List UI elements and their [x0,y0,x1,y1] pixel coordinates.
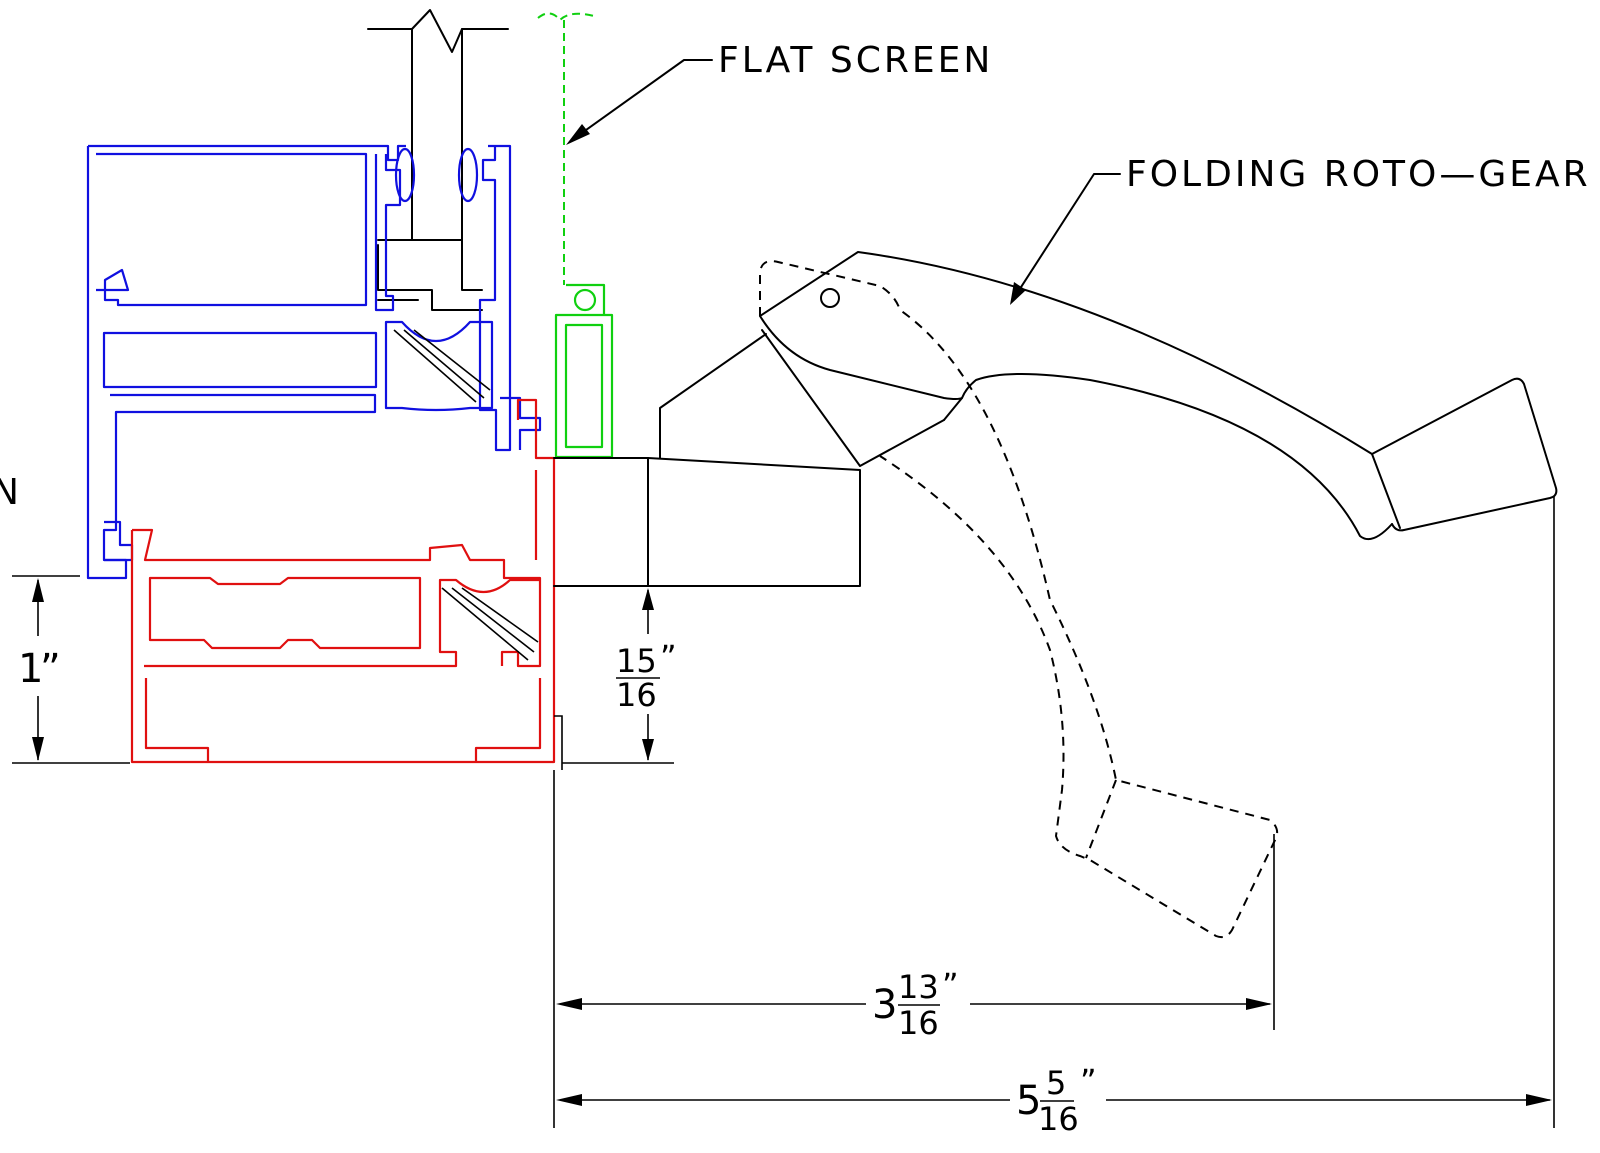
main-frame-profile [130,398,556,764]
flat-screen-label: FLAT SCREEN [718,40,993,81]
operator-base [553,333,861,587]
dimension-handle-height-unit: ” [660,638,677,676]
roto-gear-callout: FOLDING ROTO—GEAR [1010,154,1591,305]
dimension-folded-reach-whole: 3 [872,982,897,1028]
dimension-handle-height: 15 16 ” [554,588,677,770]
dimension-sill-height-unit: ” [40,646,61,692]
dimension-sill-height-value: 1 [18,646,43,692]
glass-pane [367,9,509,311]
dimension-extended-reach-numerator: 5 [1046,1064,1066,1102]
dimension-handle-height-denominator: 16 [616,676,657,714]
roto-gear-handle-extended [759,251,1558,540]
dimension-folded-reach-numerator: 13 [898,968,939,1006]
dimension-extended-reach-denominator: 16 [1038,1100,1079,1138]
dimension-folded-reach: 3 13 16 ” [553,770,1275,1128]
sash-frame-profile [86,144,542,580]
cropped-edge-glyph: N [0,472,22,513]
dimension-folded-reach-denominator: 16 [898,1004,939,1042]
roto-gear-label: FOLDING ROTO—GEAR [1126,154,1591,195]
dimension-extended-reach-whole: 5 [1016,1078,1041,1124]
dimension-handle-height-numerator: 15 [616,642,657,680]
dimension-sill-height: 1 ” [12,575,130,764]
flat-screen-profile [537,12,614,459]
dimension-folded-reach-unit: ” [942,966,959,1004]
flat-screen-callout: FLAT SCREEN [566,40,993,145]
dimension-extended-reach: 5 5 16 ” [556,496,1555,1138]
dimension-extended-reach-unit: ” [1080,1062,1097,1100]
roto-gear-handle-folded [759,260,1279,939]
